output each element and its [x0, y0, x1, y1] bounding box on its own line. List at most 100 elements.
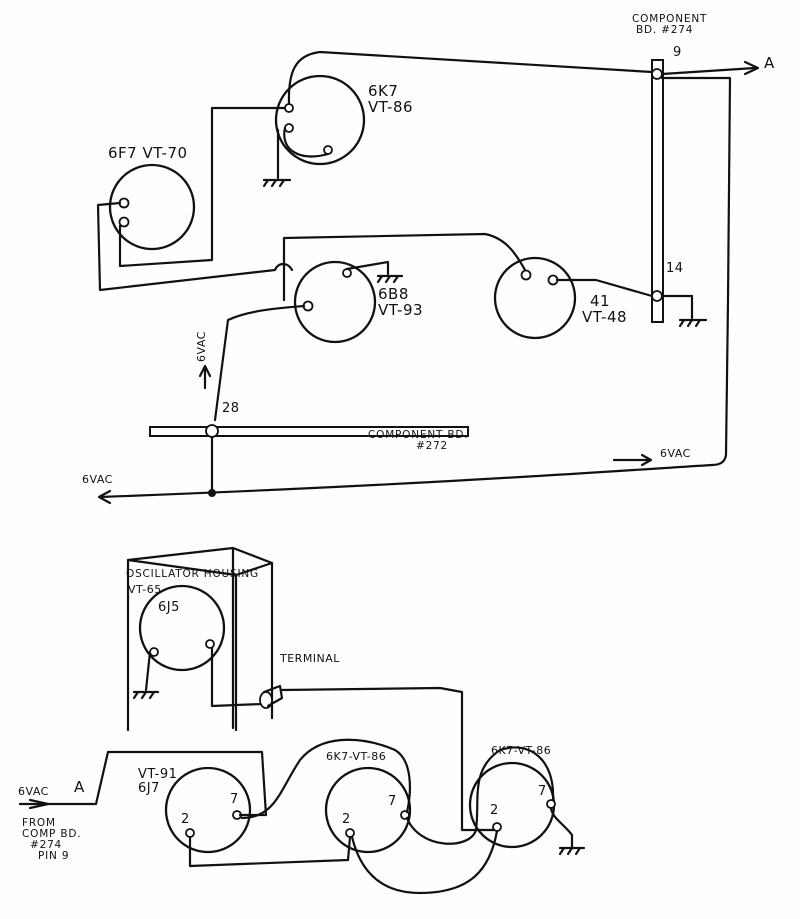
tube-6k7-middle: [324, 766, 412, 854]
right-6k7-ground-lead: [549, 806, 574, 850]
source-note-line-2: COMP BD.: [22, 828, 82, 841]
output-a-label: A: [764, 54, 775, 72]
board-272-terminal-28: [205, 424, 219, 438]
board-272-title-line1: COMPONENT BD.: [368, 429, 469, 441]
tube-6k7-upper-pin-c: [323, 145, 333, 155]
tube-6k7-upper-pin-b: [284, 123, 294, 133]
tube-vt91-type: 6J7: [138, 780, 160, 796]
tube-vt91: [164, 766, 252, 854]
tube-6k7-middle-label: 6K7-VT-86: [326, 750, 387, 763]
terminal-label: TERMINAL: [280, 652, 340, 665]
tube-6k7-right: [468, 761, 556, 849]
board-272-title: COMPONENT BD. #272: [368, 429, 469, 453]
tube-41-military: VT-48: [582, 307, 628, 326]
component-board-272: [149, 426, 469, 437]
41-to-board-274-wire: [555, 278, 654, 298]
source-note-line-4: PIN 9: [38, 850, 70, 863]
6vac-up-arrow: [198, 364, 212, 390]
tube-6b8-label: 6B8 VT-93: [378, 285, 424, 319]
6vac-input-arrowhead: [28, 798, 50, 810]
board-274-terminal-14: [651, 290, 663, 302]
6vac-supply-wire: [98, 463, 714, 499]
tube-6b8-type: 6B8: [378, 285, 409, 303]
oscillator-tube-type-label: 6J5: [158, 600, 180, 615]
board-274-title-line2: BD. #274: [636, 24, 694, 37]
tube-6b8: [293, 260, 377, 344]
tube-41-type: 41: [590, 292, 611, 310]
tube-6k7-right-pin-7: [546, 799, 556, 809]
tube-6k7-right-label: 6K7-VT-86: [491, 744, 552, 757]
board-274-terminal-9: [651, 68, 663, 80]
6j5-ground-symbol: [132, 690, 160, 700]
6k7-ground-symbol: [262, 178, 292, 188]
board-274-ground-lead: [660, 294, 694, 320]
tube-6k7-middle-pin-2: [345, 828, 355, 838]
6vac-input-heater-wire: [18, 750, 268, 817]
board-272-title-line2: #272: [416, 440, 449, 453]
tube-41-label: 41 VT-48: [582, 292, 628, 326]
vt91-to-middle-6k7-heater-wire: [240, 738, 411, 820]
tube-6f7-pin-b: [118, 216, 130, 228]
tube-41-pin-a: [520, 269, 532, 281]
oscillator-tube-military-label: VT-65: [128, 583, 162, 596]
6k7-to-board-274-wire: [287, 50, 654, 106]
6vac-supply-left-label: 6VAC: [82, 473, 113, 486]
board-274-terminal-9-label: 9: [673, 45, 682, 60]
tube-6j5-pin-b: [205, 639, 215, 649]
board-274-ground-symbol: [678, 318, 708, 328]
vt91-pin2-to-middle-pin2-wire: [188, 835, 352, 868]
6j5-to-terminal-wire: [210, 646, 264, 708]
source-note-line-3: #274: [30, 839, 63, 852]
tube-6j5: [138, 584, 226, 672]
oscillator-housing-box: [126, 546, 274, 732]
tube-vt91-label: VT-91 6J7: [138, 768, 177, 795]
6vac-vertical-label: 6VAC: [195, 331, 208, 362]
6vac-input-label: 6VAC: [18, 785, 49, 798]
6vac-return-wire: [660, 76, 732, 467]
oscillator-housing-label: OSCILLATOR HOUSING: [126, 568, 259, 580]
tube-6b8-military: VT-93: [378, 300, 424, 319]
6vac-left-arrowhead: [97, 489, 112, 505]
tube-6k7-upper-pin-a: [284, 103, 294, 113]
6vac-supply-right-label: 6VAC: [660, 447, 691, 460]
tube-6b8-pin-top: [342, 268, 352, 278]
board-274-title-line1: COMPONENT: [632, 13, 708, 25]
tube-6k7-upper: [274, 74, 366, 166]
6vac-right-arrowhead: [640, 453, 653, 467]
output-a-wire: [660, 66, 757, 76]
source-note-line-1: FROM: [22, 817, 56, 829]
tube-6k7-middle-pin-2-label: 2: [342, 812, 351, 827]
tube-6j5-pin-a: [149, 647, 159, 657]
6j5-ground-lead: [144, 650, 152, 692]
6b8-ground-lead: [345, 260, 390, 276]
source-note: FROM COMP BD. #274 PIN 9: [22, 817, 82, 863]
output-a-arrowhead: [743, 60, 760, 76]
6f7-to-6k7-wire: [118, 106, 287, 268]
6k7-cathode-link: [283, 126, 330, 158]
tube-6k7-upper-type: 6K7: [368, 82, 399, 100]
tube-6k7-upper-label: 6K7 VT-86: [368, 82, 414, 116]
tube-6k7-middle-pin-7-label: 7: [388, 794, 397, 809]
tube-vt91-military: VT-91: [138, 767, 178, 782]
board-274-title: COMPONENT BD. #274: [632, 13, 708, 37]
tube-vt91-pin-7-label: 7: [230, 792, 239, 807]
tube-6f7: [108, 163, 196, 251]
tube-6k7-upper-military: VT-86: [368, 97, 414, 116]
6b8-to-41-wire: [282, 232, 527, 302]
tube-vt91-pin-2: [185, 828, 195, 838]
middle-pin2-to-right-pin2-wire: [350, 829, 499, 895]
board-272-terminal-28-label: 28: [222, 401, 240, 416]
6f7-heater-wire: [96, 201, 294, 292]
tube-6k7-right-pin-7-label: 7: [538, 784, 547, 799]
input-a-label: A: [74, 778, 85, 796]
tube-6f7-label: 6F7 VT-70: [108, 144, 188, 162]
6b8-ground-symbol: [376, 274, 404, 284]
right-6k7-ground-symbol: [558, 846, 586, 856]
middle-to-right-6k7-heater-wire: [405, 746, 555, 845]
board-274-terminal-14-label: 14: [666, 261, 684, 276]
tube-6k7-right-pin-2-label: 2: [490, 803, 499, 818]
terminal-to-right-6k7-wire: [280, 686, 496, 832]
tube-41: [493, 256, 577, 340]
